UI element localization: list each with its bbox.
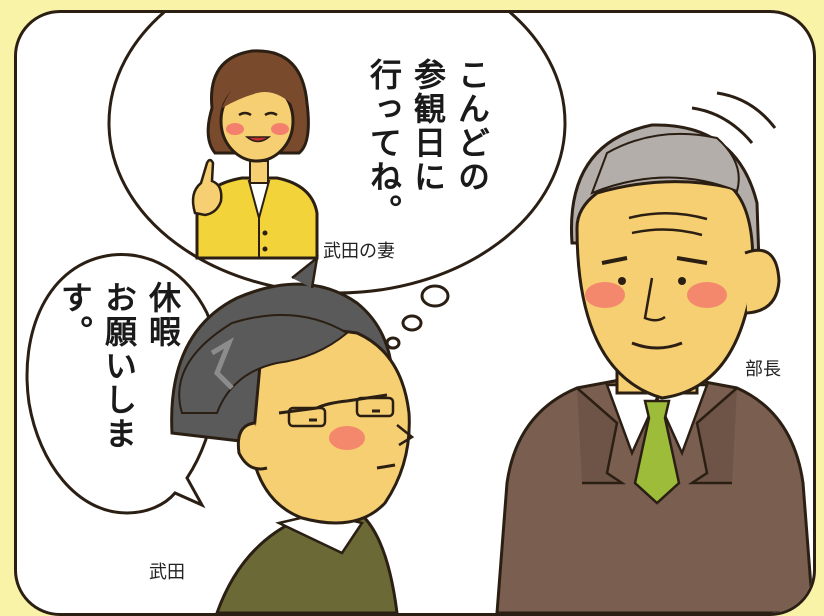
takeda-label: 武田	[149, 562, 185, 583]
takeda-speech-text: 休暇 お願いします。	[53, 281, 185, 511]
comic-artwork	[25, 13, 813, 613]
takeda-speech-line-2: お願いします。	[56, 281, 138, 451]
speech-bubble	[25, 253, 219, 515]
wife-speech-line-3: 行ってね。	[365, 58, 403, 228]
comic-stage: こんどの 参観日に 行ってね。 休暇 お願いします。 武田の妻 部長 武田	[14, 10, 816, 616]
takeda-speech-line-1: 休暇	[144, 281, 182, 349]
takeda-figure	[170, 254, 415, 613]
wife-label: 武田の妻	[323, 241, 395, 262]
boss-label: 部長	[745, 359, 781, 380]
wife-speech-line-2: 参観日に	[409, 58, 447, 194]
wife-figure	[191, 49, 319, 260]
wife-speech-line-1: こんどの	[453, 58, 491, 194]
wife-speech-text: こんどの 参観日に 行ってね。	[362, 58, 494, 288]
comic-panel: こんどの 参観日に 行ってね。 休暇 お願いします。 武田の妻 部長 武田	[14, 10, 816, 616]
boss-figure	[495, 91, 813, 613]
